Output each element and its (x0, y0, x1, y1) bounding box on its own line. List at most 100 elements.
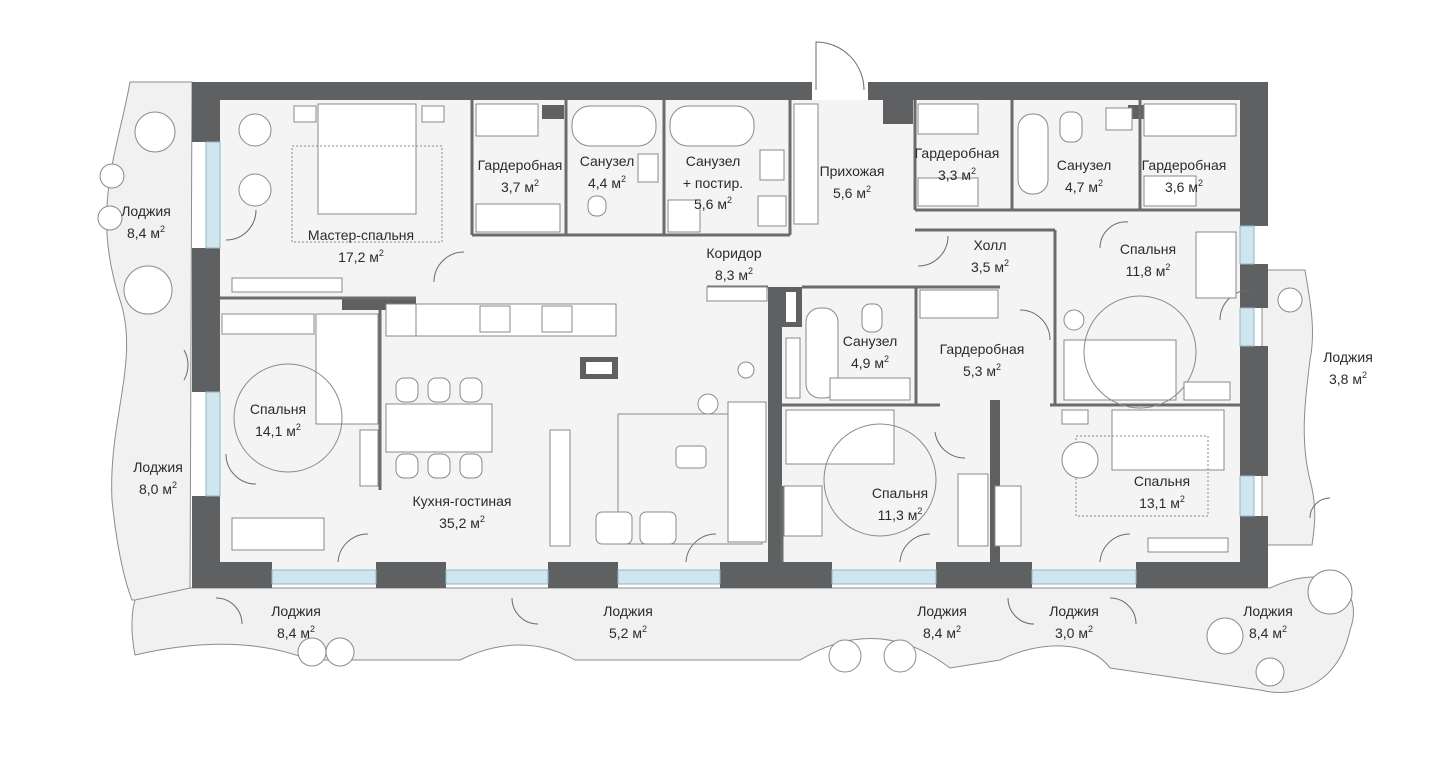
loggia-west-outline (106, 81, 193, 601)
mid-bed (785, 409, 895, 465)
window-e2 (1239, 307, 1255, 347)
exterior-walls (192, 82, 1268, 588)
window-s5 (1031, 569, 1137, 585)
label-entry: Прихожая (820, 163, 885, 179)
label-wardrobe1: Гардеробная (478, 157, 563, 173)
label-kitchen-area: 35,2 м2 (439, 514, 485, 531)
label-wardrobe2: Гардеробная (915, 145, 1000, 161)
wall-south-5 (936, 562, 1032, 588)
label-loggia-s1-area: 8,4 м2 (277, 624, 315, 641)
label-bath3: Санузел (1057, 157, 1112, 173)
loggias (106, 81, 1354, 693)
label-loggia-w2: Лоджия (133, 459, 183, 475)
label-bath4: Санузел (843, 333, 898, 349)
label-bath2: Санузел (686, 153, 741, 169)
col-7-inner (786, 292, 796, 322)
wall-north-left (192, 82, 812, 100)
label-bath3-area: 4,7 м2 (1065, 178, 1103, 195)
label-wardrobe4-area: 5,3 м2 (963, 362, 1001, 379)
label-bed-ne: Спальня (1120, 241, 1176, 257)
wall-east-3 (1240, 346, 1268, 476)
label-loggia-e: Лоджия (1323, 349, 1373, 365)
label-loggia-s2-area: 5,2 м2 (609, 624, 647, 641)
loggia-furniture (97, 111, 1353, 687)
label-bed-mid-area: 11,3 м2 (878, 506, 923, 523)
label-master-area: 17,2 м2 (338, 248, 384, 265)
entry-door (815, 41, 865, 91)
window-s4 (831, 569, 937, 585)
loggia-south-outline (131, 576, 1354, 693)
dining-table (385, 403, 493, 453)
label-loggia-s4: Лоджия (1049, 603, 1099, 619)
label-loggia-s5: Лоджия (1243, 603, 1293, 619)
col-6 (768, 287, 782, 563)
wall-west-1 (192, 82, 220, 142)
wall-south-4 (720, 562, 832, 588)
label-kitchen: Кухня-гостиная (412, 493, 511, 509)
label-bed-w: Спальня (250, 401, 306, 417)
label-loggia-s4-area: 3,0 м2 (1055, 624, 1093, 641)
label-bed-w-area: 14,1 м2 (255, 422, 301, 439)
label-wardrobe3-area: 3,6 м2 (1165, 178, 1203, 195)
label-loggia-s1: Лоджия (271, 603, 321, 619)
label-holl-area: 3,5 м2 (971, 258, 1009, 275)
label-bath4-area: 4,9 м2 (851, 354, 889, 371)
interior-walls (220, 100, 1240, 562)
label-loggia-s3-area: 8,4 м2 (923, 624, 961, 641)
label-loggia-e-area: 3,8 м2 (1329, 370, 1367, 387)
label-wardrobe4: Гардеробная (940, 341, 1025, 357)
loggia-east-outline (1261, 269, 1316, 546)
label-loggia-s2: Лоджия (603, 603, 653, 619)
label-corridor: Коридор (706, 245, 762, 261)
label-wardrobe2-area: 3,3 м2 (938, 166, 976, 183)
wall-north-right (868, 82, 1268, 100)
master-bed (317, 103, 417, 215)
wall-east-2 (1240, 264, 1268, 308)
window-s1 (271, 569, 377, 585)
label-loggia-w1-area: 8,4 м2 (127, 224, 165, 241)
wall-west-2 (192, 248, 220, 392)
window-w2 (205, 391, 221, 497)
label-bed-mid: Спальня (872, 485, 928, 501)
se-bed (1111, 409, 1225, 471)
label-wardrobe3: Гардеробная (1142, 157, 1227, 173)
label-bath2-area: 5,6 м2 (694, 195, 732, 212)
window-s3 (617, 569, 721, 585)
col-8 (990, 400, 1000, 564)
wall-south-1 (192, 562, 272, 588)
label-loggia-w1: Лоджия (121, 203, 171, 219)
label-loggia-s3: Лоджия (917, 603, 967, 619)
west-bed (315, 313, 379, 425)
ne-bed (1063, 339, 1177, 401)
label-bed-se-area: 13,1 м2 (1139, 494, 1185, 511)
col-5-inner (586, 362, 612, 374)
label-bed-se: Спальня (1134, 473, 1190, 489)
label-bath1-area: 4,4 м2 (588, 174, 626, 191)
room-labels: Лоджия 8,4 м2 Мастер-спальня 17,2 м2 Гар… (121, 145, 1373, 641)
wall-south-3 (548, 562, 618, 588)
window-s2 (445, 569, 549, 585)
wall-east-1 (1240, 82, 1268, 226)
label-bath1: Санузел (580, 153, 635, 169)
wall-south-2 (376, 562, 446, 588)
label-loggia-s5-area: 8,4 м2 (1249, 624, 1287, 641)
windows (205, 141, 1255, 585)
label-bath2-sub: + постир. (683, 175, 743, 191)
window-w1 (205, 141, 221, 249)
label-loggia-w2-area: 8,0 м2 (139, 480, 177, 497)
window-e3 (1239, 475, 1255, 517)
col-1 (883, 100, 913, 124)
label-bed-ne-area: 11,8 м2 (1126, 262, 1171, 279)
window-e1 (1239, 225, 1255, 265)
furniture (221, 103, 1237, 553)
label-wardrobe1-area: 3,7 м2 (501, 178, 539, 195)
doors (183, 41, 1331, 625)
wall-east-4 (1240, 516, 1268, 588)
label-master: Мастер-спальня (308, 227, 414, 243)
label-holl: Холл (974, 237, 1007, 253)
col-2 (542, 105, 564, 119)
label-corridor-area: 8,3 м2 (715, 266, 753, 283)
label-entry-area: 5,6 м2 (833, 184, 871, 201)
